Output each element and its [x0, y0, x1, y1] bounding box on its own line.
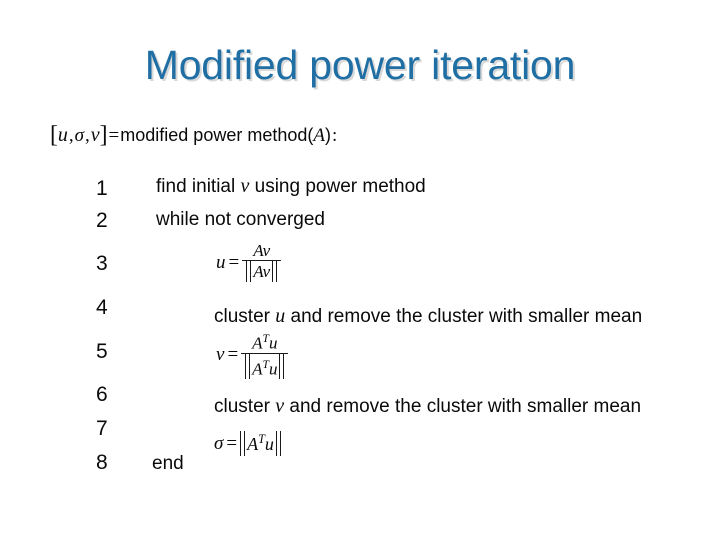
- signature-var-v: v: [90, 124, 100, 146]
- line-7-lhs-sigma: σ: [214, 432, 224, 454]
- line-7-norm-inner: ATu: [245, 432, 276, 455]
- line-5-den-matrix: A: [252, 359, 263, 379]
- line-3-den-vector: v: [262, 262, 271, 281]
- signature-comma-1: ,: [68, 125, 74, 146]
- line-3-numerator: Av: [249, 242, 274, 260]
- line-4-suffix: and remove the cluster with smaller mean: [285, 306, 643, 327]
- signature-method-name: modified power method: [120, 125, 308, 145]
- line-3-num-matrix: A: [253, 241, 263, 260]
- line-3-den-matrix: A: [253, 262, 263, 281]
- line-number-7: 7: [96, 417, 108, 440]
- algorithm-line-5-equation: v = ATu ATu: [216, 330, 289, 379]
- line-5-denominator: ATu: [241, 353, 288, 379]
- algorithm-line-3-equation: u = Av Av: [216, 242, 282, 282]
- line-5-num-matrix: A: [252, 333, 263, 353]
- signature-paren-close: ): [324, 125, 331, 145]
- line-5-norm: ATu: [245, 353, 285, 379]
- line-6-variable: v: [275, 395, 285, 417]
- signature-paren-open: (: [307, 125, 314, 145]
- signature-colon: :: [331, 125, 338, 146]
- line-4-prefix: cluster: [214, 306, 276, 327]
- line-1-prefix: find initial: [156, 176, 241, 197]
- signature-comma-2: ,: [85, 125, 90, 146]
- algorithm-line-6-text: cluster v and remove the cluster with sm…: [214, 395, 642, 418]
- signature-var-u: u: [57, 124, 68, 146]
- line-number-8: 8: [96, 451, 108, 474]
- line-5-den-vector: u: [268, 359, 278, 379]
- signature-close-bracket: ]: [99, 122, 108, 148]
- line-8-prefix: end: [152, 453, 184, 474]
- line-number-3: 3: [96, 252, 108, 275]
- line-3-norm: Av: [246, 261, 278, 282]
- line-7-norm: ATu: [240, 431, 281, 456]
- line-5-equals: =: [227, 344, 239, 366]
- line-5-num-transpose: T: [262, 332, 269, 345]
- line-5-num-vector: u: [268, 333, 278, 353]
- line-5-fraction: ATu ATu: [241, 330, 289, 379]
- line-7-vector: u: [264, 434, 274, 454]
- signature-open-bracket: [: [50, 122, 58, 148]
- line-2-prefix: while not converged: [156, 209, 325, 230]
- signature-var-sigma: σ: [74, 125, 85, 146]
- line-number-2: 2: [96, 209, 108, 232]
- line-7-matrix: A: [247, 434, 259, 454]
- algorithm-line-2-text: while not converged: [156, 209, 325, 230]
- line-3-fraction-bar: [242, 260, 282, 261]
- line-6-prefix: cluster: [214, 396, 276, 417]
- line-number-1: 1: [96, 177, 108, 200]
- line-number-5: 5: [96, 340, 108, 363]
- signature-equals: =: [108, 125, 120, 146]
- line-number-4: 4: [96, 296, 108, 319]
- line-5-lhs: v: [216, 344, 225, 366]
- page-title: Modified power iteration: [144, 42, 576, 88]
- line-5-fraction-bar: [241, 352, 289, 354]
- signature-argument: A: [313, 125, 325, 146]
- algorithm-signature: [u,σ,v]=modified power method(A):: [50, 122, 338, 148]
- line-5-norm-inner: ATu: [250, 355, 279, 379]
- line-1-suffix: using power method: [249, 176, 426, 197]
- algorithm-line-1-text: find initial v using power method: [156, 175, 426, 198]
- line-7-transpose: T: [258, 432, 265, 446]
- line-1-variable: v: [240, 175, 250, 197]
- algorithm-line-4-text: cluster u and remove the cluster with sm…: [214, 305, 643, 328]
- line-3-norm-inner: Av: [251, 262, 272, 281]
- line-3-denominator: Av: [242, 261, 281, 282]
- line-5-numerator: ATu: [248, 330, 281, 353]
- line-7-equals: =: [226, 432, 238, 454]
- algorithm-line-8-text: end: [152, 453, 184, 474]
- line-number-6: 6: [96, 383, 108, 406]
- line-3-lhs: u: [216, 251, 226, 273]
- line-3-equals: =: [228, 251, 240, 273]
- line-3-num-vector: v: [262, 241, 271, 260]
- line-5-den-transpose: T: [262, 357, 269, 371]
- algorithm-line-7-equation: σ = ATu: [214, 431, 281, 456]
- line-6-suffix: and remove the cluster with smaller mean: [284, 396, 642, 417]
- line-3-fraction: Av Av: [242, 242, 282, 282]
- line-4-variable: u: [275, 305, 286, 327]
